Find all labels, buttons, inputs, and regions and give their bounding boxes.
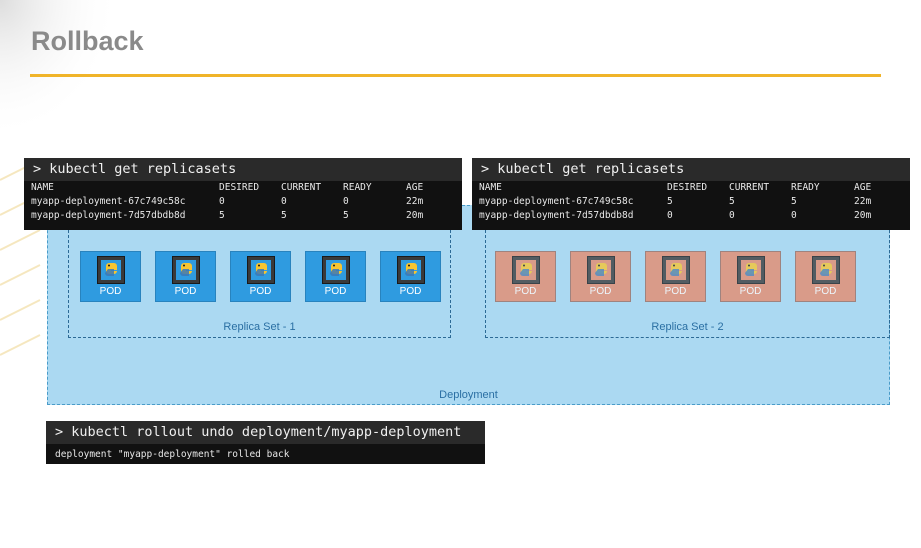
replica-set-2-label: Replica Set - 2 xyxy=(651,321,724,333)
header-age: AGE xyxy=(854,182,872,193)
python-container-icon xyxy=(172,256,200,284)
pod: POD xyxy=(305,251,366,302)
terminal-bottom: > kubectl rollout undo deployment/myapp-… xyxy=(46,421,485,464)
pod: POD xyxy=(80,251,141,302)
header-desired: DESIRED xyxy=(667,182,708,193)
python-container-icon xyxy=(247,256,275,284)
header-age: AGE xyxy=(406,182,424,193)
deployment-label: Deployment xyxy=(439,389,498,401)
header-ready: READY xyxy=(791,182,820,193)
cell-current: 0 xyxy=(281,196,287,207)
table-row: myapp-deployment-67c749c58c 5 5 5 22m xyxy=(472,195,910,209)
pod-label: POD xyxy=(399,286,422,297)
header-current: CURRENT xyxy=(729,182,770,193)
table-header-row: NAME DESIRED CURRENT READY AGE xyxy=(472,181,910,195)
table-row: myapp-deployment-7d57dbdb8d 0 0 0 20m xyxy=(472,209,910,223)
replica-set-1-label: Replica Set - 1 xyxy=(223,321,296,333)
cell-age: 22m xyxy=(854,196,872,207)
python-container-icon xyxy=(812,256,840,284)
pod-label: POD xyxy=(174,286,197,297)
terminal-left-table: NAME DESIRED CURRENT READY AGE myapp-dep… xyxy=(24,181,462,223)
pod: POD xyxy=(380,251,441,302)
cell-desired: 5 xyxy=(219,210,225,221)
pod: POD xyxy=(155,251,216,302)
cell-ready: 0 xyxy=(343,196,349,207)
terminal-right-table: NAME DESIRED CURRENT READY AGE myapp-dep… xyxy=(472,181,910,223)
cell-name: myapp-deployment-67c749c58c xyxy=(479,196,634,207)
pod-label: POD xyxy=(739,286,762,297)
cell-age: 20m xyxy=(406,210,424,221)
cell-current: 5 xyxy=(729,196,735,207)
pod: POD xyxy=(230,251,291,302)
python-container-icon xyxy=(662,256,690,284)
cell-name: myapp-deployment-7d57dbdb8d xyxy=(479,210,634,221)
cell-ready: 5 xyxy=(343,210,349,221)
terminal-right: > kubectl get replicasets NAME DESIRED C… xyxy=(472,158,910,230)
pod: POD xyxy=(720,251,781,302)
pod-label: POD xyxy=(514,286,537,297)
cell-desired: 5 xyxy=(667,196,673,207)
cell-desired: 0 xyxy=(667,210,673,221)
terminal-bottom-output: deployment "myapp-deployment" rolled bac… xyxy=(55,449,290,460)
title-underline xyxy=(30,74,881,77)
page-title: Rollback xyxy=(31,26,144,56)
pod-label: POD xyxy=(99,286,122,297)
table-header-row: NAME DESIRED CURRENT READY AGE xyxy=(24,181,462,195)
python-container-icon xyxy=(737,256,765,284)
terminal-bottom-command: > kubectl rollout undo deployment/myapp-… xyxy=(46,421,485,444)
pod-label: POD xyxy=(324,286,347,297)
pod: POD xyxy=(570,251,631,302)
cell-current: 5 xyxy=(281,210,287,221)
python-container-icon xyxy=(512,256,540,284)
python-container-icon xyxy=(97,256,125,284)
header-name: NAME xyxy=(479,182,502,193)
table-row: myapp-deployment-7d57dbdb8d 5 5 5 20m xyxy=(24,209,462,223)
terminal-right-command: > kubectl get replicasets xyxy=(472,158,910,181)
cell-age: 20m xyxy=(854,210,872,221)
cell-name: myapp-deployment-7d57dbdb8d xyxy=(31,210,186,221)
pod-label: POD xyxy=(589,286,612,297)
pod: POD xyxy=(645,251,706,302)
pod-label: POD xyxy=(249,286,272,297)
table-row: myapp-deployment-67c749c58c 0 0 0 22m xyxy=(24,195,462,209)
pod-label: POD xyxy=(814,286,837,297)
header-name: NAME xyxy=(31,182,54,193)
cell-desired: 0 xyxy=(219,196,225,207)
cell-age: 22m xyxy=(406,196,424,207)
python-container-icon xyxy=(397,256,425,284)
pod: POD xyxy=(495,251,556,302)
python-container-icon xyxy=(322,256,350,284)
pod: POD xyxy=(795,251,856,302)
cell-current: 0 xyxy=(729,210,735,221)
header-desired: DESIRED xyxy=(219,182,260,193)
cell-ready: 5 xyxy=(791,196,797,207)
python-container-icon xyxy=(587,256,615,284)
terminal-left: > kubectl get replicasets NAME DESIRED C… xyxy=(24,158,462,230)
terminal-left-command: > kubectl get replicasets xyxy=(24,158,462,181)
cell-ready: 0 xyxy=(791,210,797,221)
header-current: CURRENT xyxy=(281,182,322,193)
header-ready: READY xyxy=(343,182,372,193)
cell-name: myapp-deployment-67c749c58c xyxy=(31,196,186,207)
pod-label: POD xyxy=(664,286,687,297)
